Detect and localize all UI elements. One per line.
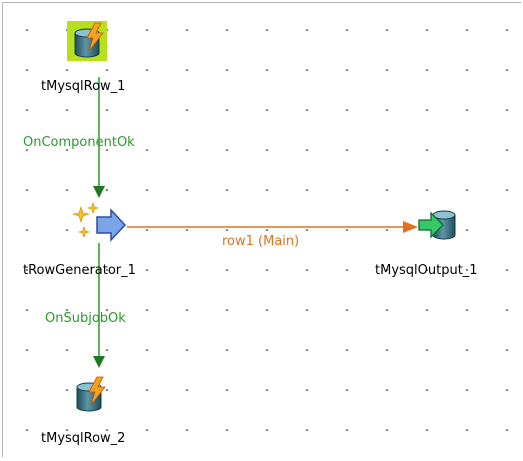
job-designer-canvas[interactable]: tMysqlRow_1 OnComponentOk tRowGenerator_… xyxy=(2,2,521,457)
mysql-row-icon xyxy=(74,22,104,58)
on-component-ok-label[interactable]: OnComponentOk xyxy=(23,135,135,150)
component-trowgenerator-1[interactable] xyxy=(73,201,127,245)
component-label-tmysqlrow-1: tMysqlRow_1 xyxy=(41,79,126,94)
component-tmysqloutput-1[interactable] xyxy=(417,207,461,243)
on-subjob-ok-label[interactable]: OnSubjobOk xyxy=(45,311,126,326)
component-label-trowgenerator-1: tRowGenerator_1 xyxy=(23,263,136,278)
mysql-output-icon xyxy=(418,210,456,240)
row-generator-icon xyxy=(73,202,127,242)
component-tmysqlrow-2[interactable] xyxy=(69,375,109,415)
mysql-row-icon xyxy=(76,376,106,412)
main-row-label[interactable]: row1 (Main) xyxy=(222,234,300,249)
component-label-tmysqlrow-2: tMysqlRow_2 xyxy=(41,431,126,446)
component-label-tmysqloutput-1: tMysqlOutput_1 xyxy=(375,263,478,278)
component-tmysqlrow-1[interactable] xyxy=(67,21,107,61)
connections-layer xyxy=(93,77,418,368)
